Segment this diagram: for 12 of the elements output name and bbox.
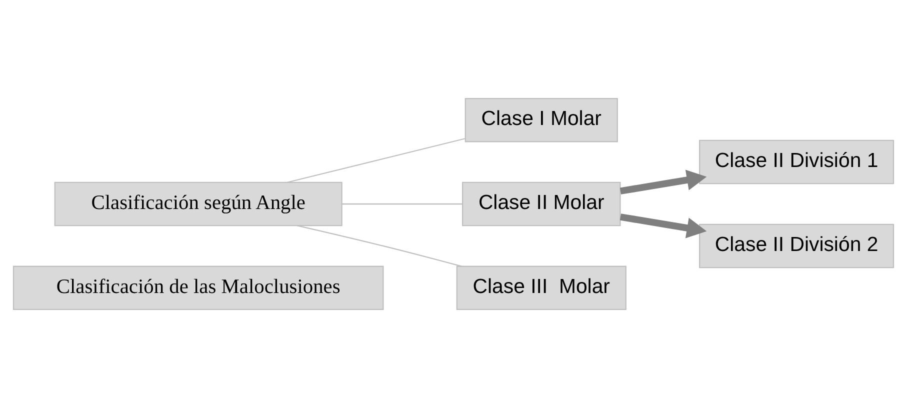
node-box: Clase III Molar — [456, 265, 626, 310]
arrow — [620, 169, 707, 194]
node-box: Clase II División 2 — [699, 223, 894, 268]
connector — [287, 138, 466, 182]
node-box: Clase II Molar — [462, 181, 621, 226]
connector — [296, 224, 462, 266]
node-box: Clase I Molar — [464, 97, 618, 142]
arrow — [620, 213, 707, 238]
node-box: Clasificación de las Maloclusiones — [12, 265, 384, 310]
connector — [342, 202, 462, 204]
node-box: Clasificación según Angle — [54, 181, 342, 226]
node-box: Clase II División 1 — [699, 139, 894, 184]
